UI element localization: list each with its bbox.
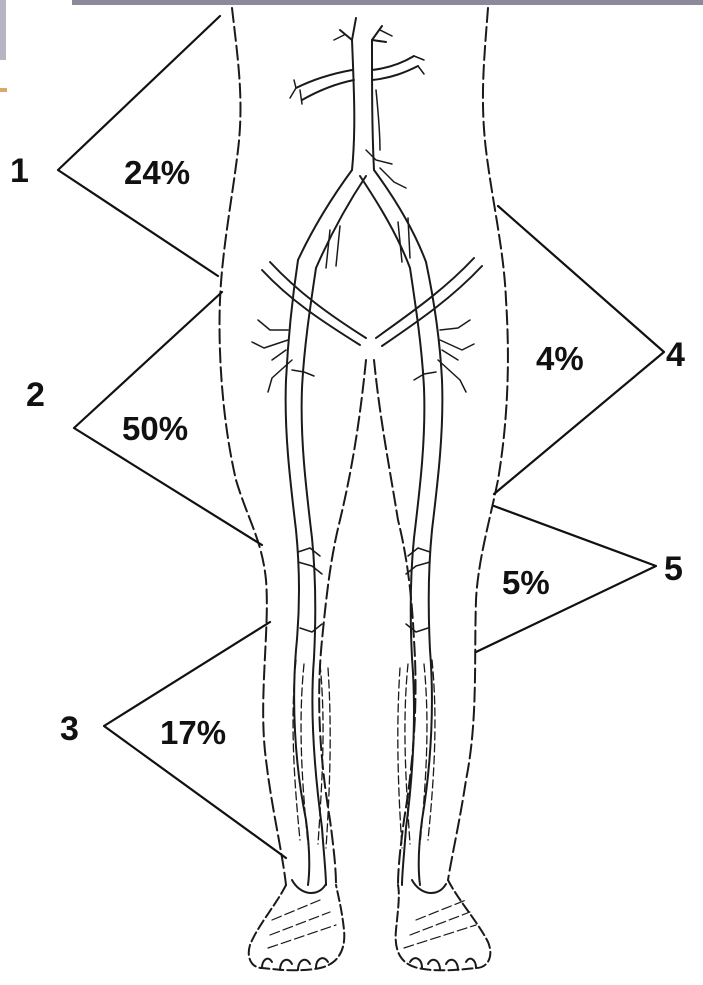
region-5-percent: 5% — [502, 566, 550, 599]
region-5-number: 5 — [664, 552, 683, 586]
right-foot — [396, 880, 491, 970]
region-2-percent: 50% — [122, 412, 188, 445]
region-1-percent: 24% — [124, 156, 190, 189]
vein-system — [252, 18, 474, 885]
region-1-number: 1 — [10, 154, 29, 188]
left-foot — [249, 880, 345, 970]
region-3-number: 3 — [60, 712, 79, 746]
bracket-1 — [58, 16, 220, 276]
region-4-percent: 4% — [536, 342, 584, 375]
body-outline — [220, 8, 508, 885]
region-4-number: 4 — [666, 338, 685, 372]
region-2-number: 2 — [26, 378, 45, 412]
region-3-percent: 17% — [160, 716, 226, 749]
inguinal-ligaments — [262, 258, 482, 346]
